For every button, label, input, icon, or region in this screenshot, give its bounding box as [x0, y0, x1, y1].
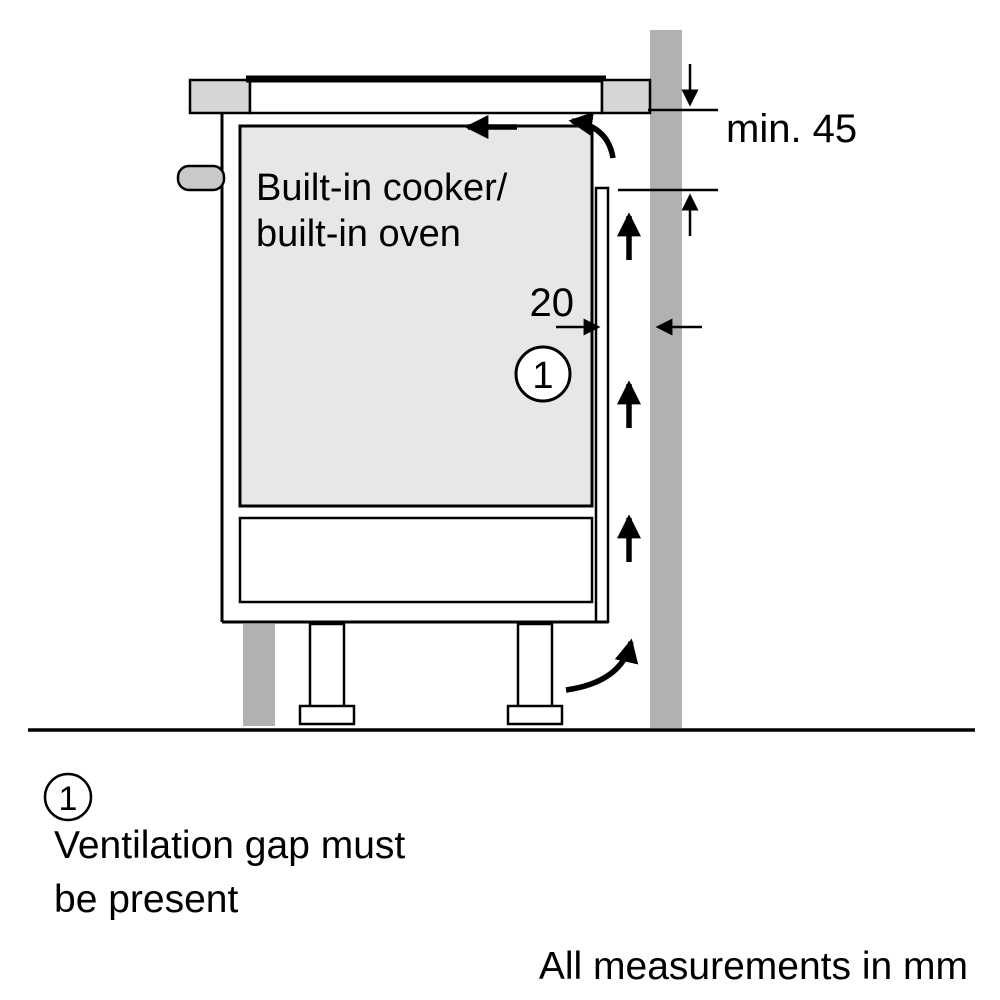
leg-left — [308, 622, 346, 710]
countertop-band — [248, 78, 604, 115]
callout-1-number: 1 — [532, 355, 553, 397]
wall — [650, 30, 682, 728]
oven-label-line1: Built-in cooker/ — [256, 167, 508, 209]
foot-left — [298, 704, 356, 726]
dim-20-label: 20 — [530, 281, 575, 325]
oven-body — [238, 124, 594, 508]
drawer — [238, 516, 594, 604]
legend-text-line2: be present — [54, 878, 238, 921]
callout-1-circle — [514, 345, 572, 403]
countertop-right-block — [600, 78, 652, 115]
oven-label-line2: built-in oven — [256, 213, 461, 255]
leg-right — [516, 622, 554, 710]
airflow-curved-arrow-top — [568, 111, 616, 159]
plinth — [243, 624, 275, 726]
airflow-curved-arrow-bottom — [565, 638, 639, 693]
legend-marker-circle — [43, 772, 93, 822]
foot-right — [506, 704, 564, 726]
countertop-left-block — [188, 78, 252, 115]
cabinet-back-panel — [594, 186, 610, 624]
dim-min45-label: min. 45 — [726, 107, 857, 151]
measurements-note: All measurements in mm — [539, 945, 968, 988]
oven-handle — [176, 164, 226, 192]
legend-text-line1: Ventilation gap must — [54, 824, 405, 867]
legend-marker-number: 1 — [59, 780, 78, 818]
